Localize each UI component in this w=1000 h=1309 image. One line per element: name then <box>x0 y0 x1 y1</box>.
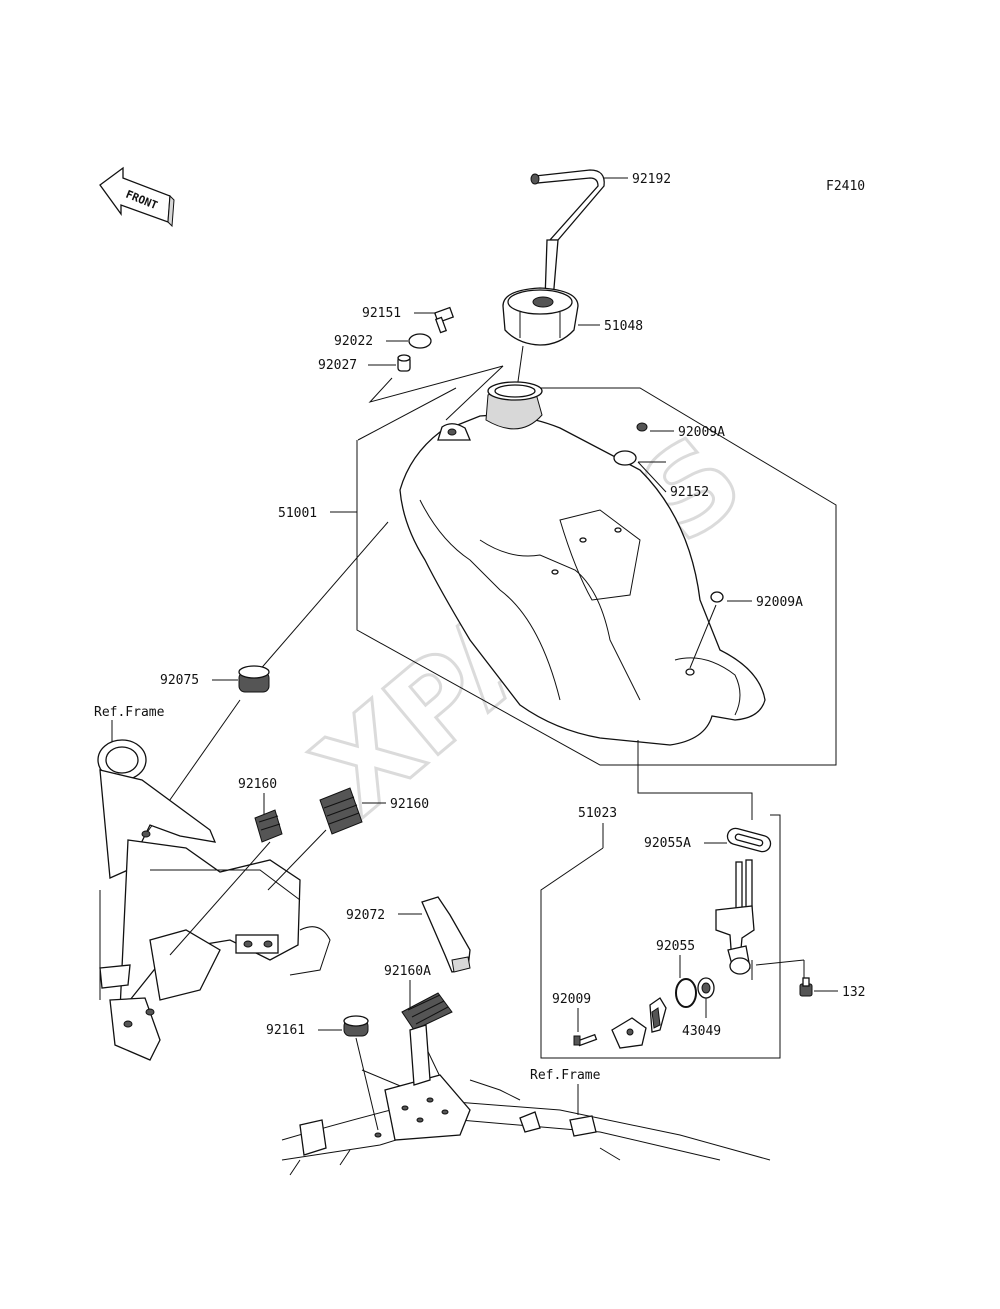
label-92160-large: 92160 <box>390 797 429 812</box>
pad-92160-large <box>319 787 363 835</box>
label-92161: 92161 <box>266 1023 305 1038</box>
label-92009a-side: 92009A <box>756 595 803 610</box>
label-43049: 43049 <box>682 1024 721 1039</box>
label-132: 132 <box>842 985 865 1000</box>
label-51023: 51023 <box>578 806 617 821</box>
grommet-92075 <box>238 665 270 693</box>
bolt-92151 <box>433 306 455 334</box>
collar-92027 <box>397 354 411 372</box>
label-92152: 92152 <box>670 485 709 500</box>
label-92072: 92072 <box>346 908 385 923</box>
frame-lower <box>281 1024 771 1176</box>
ref-frame-upper-label: Ref.Frame <box>94 705 165 720</box>
label-92027: 92027 <box>318 358 357 373</box>
pad-92160a <box>401 992 453 1031</box>
label-92022: 92022 <box>334 334 373 349</box>
label-92009: 92009 <box>552 992 591 1007</box>
frame-upper <box>97 739 331 1061</box>
label-92192: 92192 <box>632 172 671 187</box>
label-51001: 51001 <box>278 506 317 521</box>
label-51048: 51048 <box>604 319 643 334</box>
washer-92022 <box>408 333 432 349</box>
front-direction-arrow-icon: FRONT <box>99 166 175 228</box>
fuel-cap <box>502 287 579 346</box>
clip-92009a-side <box>710 591 724 603</box>
fuel-tank <box>399 381 766 746</box>
label-92055: 92055 <box>656 939 695 954</box>
damper-92152 <box>613 450 637 466</box>
ref-frame-lower-label: Ref.Frame <box>530 1068 601 1083</box>
figure-code: F2410 <box>826 179 865 194</box>
bolt-132 <box>799 977 813 997</box>
cap-92161 <box>343 1015 369 1037</box>
label-92009a-top: 92009A <box>678 425 725 440</box>
pad-92160-small <box>254 809 283 843</box>
clip-92009a-top <box>636 422 648 432</box>
label-92151: 92151 <box>362 306 401 321</box>
seal-43049 <box>697 977 715 999</box>
breather-hose <box>530 169 605 308</box>
oring-92055a <box>726 827 772 853</box>
oring-92055 <box>675 978 697 1008</box>
screw-92009 <box>573 1033 598 1047</box>
label-92055a: 92055A <box>644 836 691 851</box>
label-92075: 92075 <box>160 673 199 688</box>
fuel-cock-body <box>715 859 755 980</box>
label-92160a: 92160A <box>384 964 431 979</box>
lever-and-plate <box>611 997 667 1049</box>
label-92160-small: 92160 <box>238 777 277 792</box>
band-92072 <box>421 896 471 973</box>
